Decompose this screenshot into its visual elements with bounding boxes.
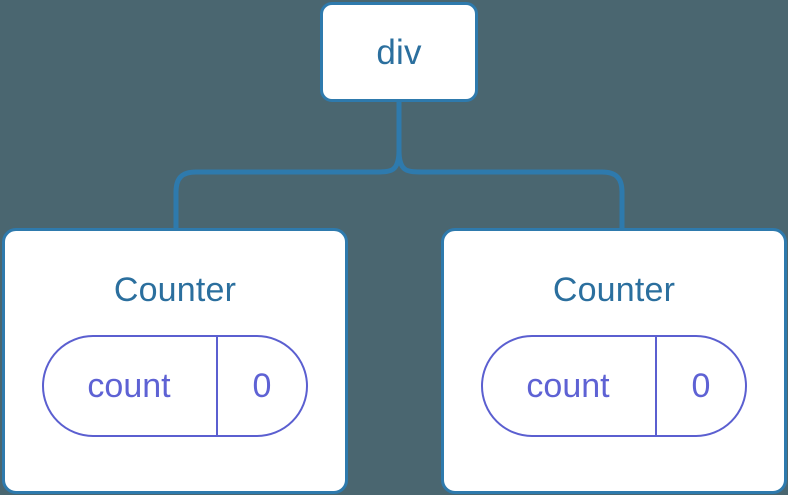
state-key-label: count (87, 367, 171, 405)
node-root-div[interactable]: div (320, 2, 478, 102)
state-pill-divider (655, 337, 657, 435)
state-pill-count[interactable]: count 0 (42, 335, 308, 437)
root-node-label: div (376, 32, 422, 72)
edge-to-counter-right (396, 149, 625, 231)
node-counter-right[interactable]: Counter count 0 (441, 228, 787, 494)
component-title: Counter (552, 271, 676, 309)
edge-to-counter-left (173, 149, 402, 231)
component-title: Counter (113, 271, 237, 309)
state-pill-count[interactable]: count 0 (481, 335, 747, 437)
state-key-label: count (526, 367, 610, 405)
state-value-label: 0 (252, 367, 272, 405)
state-pill-divider (216, 337, 218, 435)
node-counter-left[interactable]: Counter count 0 (2, 228, 348, 494)
state-value-label: 0 (691, 367, 711, 405)
